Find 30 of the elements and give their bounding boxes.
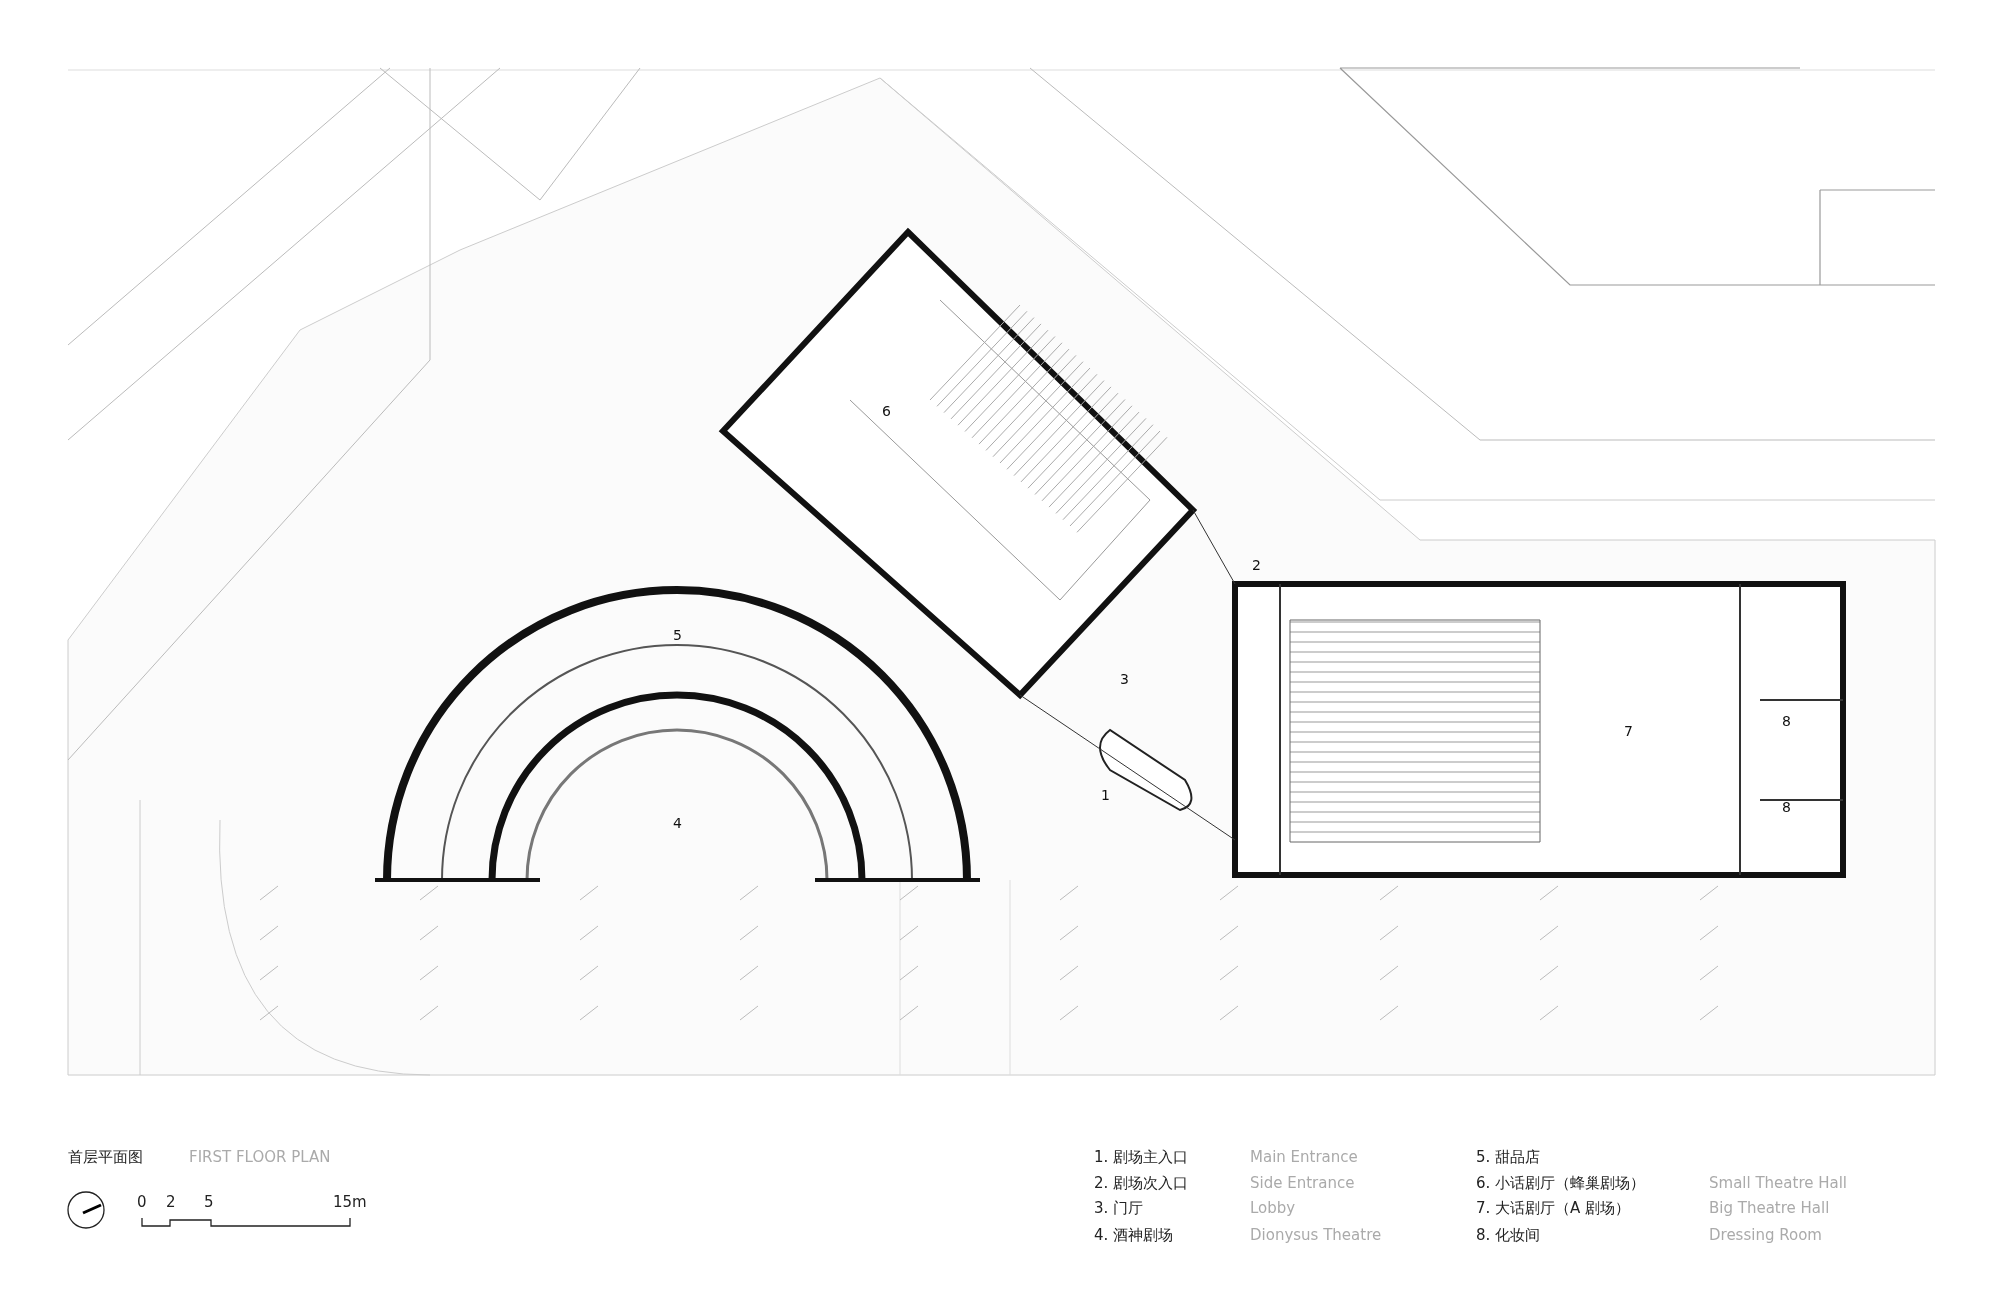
legend-text: 1. 剧场主入口 (1094, 1150, 1189, 1165)
legend-text: 8. 化妆间 (1476, 1228, 1541, 1243)
legend-text: Dressing Room (1709, 1228, 1822, 1243)
callout-number: 8 (1782, 800, 1791, 814)
callout-number: 2 (1252, 558, 1261, 572)
callout-number: 1 (1101, 788, 1110, 802)
legend-text: 5. 甜品店 (1476, 1150, 1541, 1165)
legend-text: 4. 酒神剧场 (1094, 1228, 1174, 1243)
scale-label: 15m (333, 1195, 367, 1210)
scale-label: 5 (204, 1195, 214, 1210)
plan-subtitle: FIRST FLOOR PLAN (189, 1150, 331, 1165)
legend-text: 2. 剧场次入口 (1094, 1176, 1189, 1191)
scale-label: 2 (166, 1195, 176, 1210)
legend-text: Dionysus Theatre (1250, 1228, 1382, 1243)
callout-number: 4 (673, 816, 682, 830)
callout-number: 8 (1782, 714, 1791, 728)
legend-text: Lobby (1250, 1201, 1296, 1216)
scale-label: 0 (137, 1195, 147, 1210)
legend-text: Small Theatre Hall (1709, 1176, 1848, 1191)
callout-number: 6 (882, 404, 891, 418)
legend-text: 7. 大话剧厅（A 剧场） (1476, 1201, 1631, 1216)
plan-title: 首层平面图 (68, 1150, 143, 1165)
callout-number: 3 (1120, 672, 1129, 686)
callout-number: 7 (1624, 724, 1633, 738)
legend-text: 3. 门厅 (1094, 1201, 1144, 1216)
callout-number: 5 (673, 628, 682, 642)
legend-text: Big Theatre Hall (1709, 1201, 1830, 1216)
legend-text: Main Entrance (1250, 1150, 1358, 1165)
legend-text: 6. 小话剧厅（蜂巢剧场） (1476, 1176, 1646, 1191)
legend-text: Side Entrance (1250, 1176, 1355, 1191)
